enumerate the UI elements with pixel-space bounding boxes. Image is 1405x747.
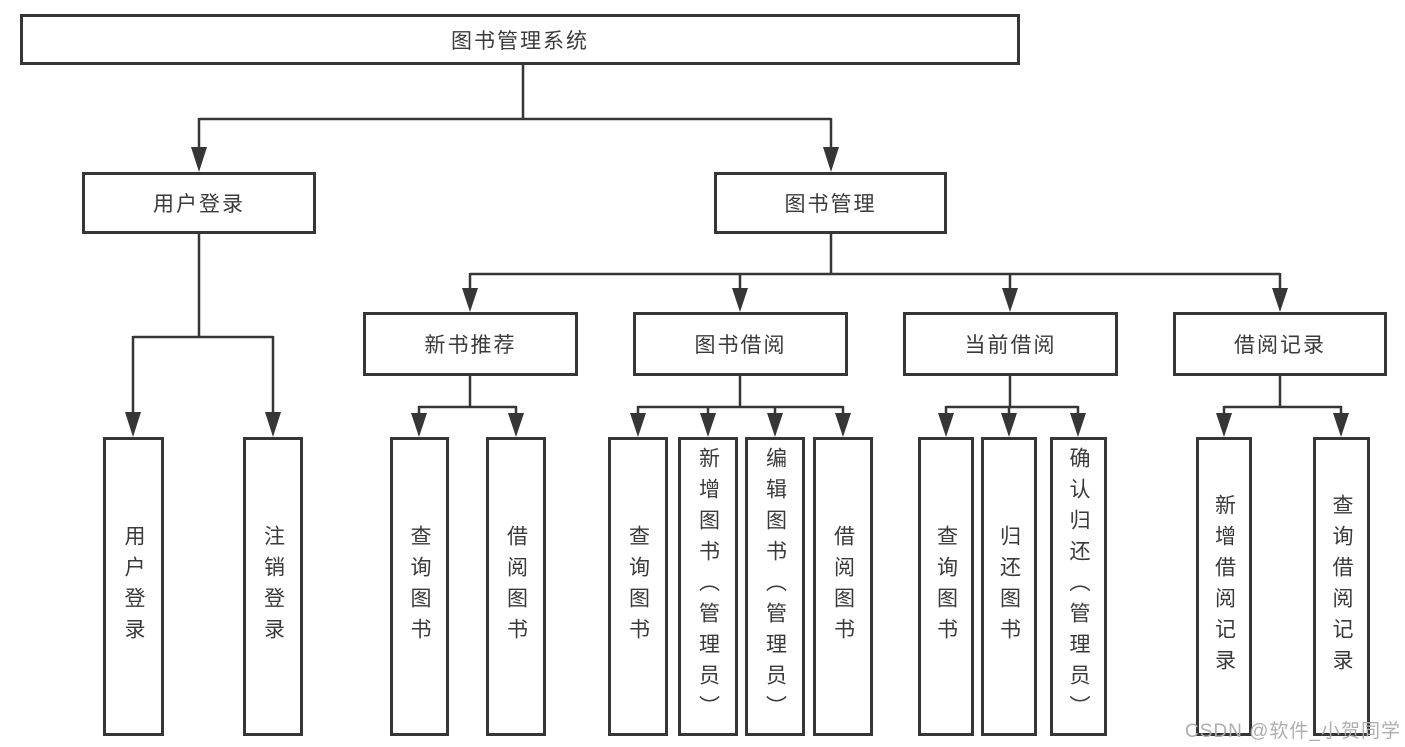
- node-section-borrow-records: 借阅记录: [1173, 312, 1387, 376]
- section-label: 借阅记录: [1234, 334, 1326, 357]
- node-leaf-query-borrow-record: 查询借阅记录: [1313, 437, 1370, 736]
- node-leaf-query-books-recommend: 查询图书: [390, 437, 449, 736]
- leaf-label: 查询图书: [408, 524, 431, 649]
- node-user-login-branch: 用户登录: [82, 172, 316, 234]
- leaf-label: 用户登录: [122, 524, 145, 649]
- node-user-login-branch-label: 用户登录: [153, 193, 245, 216]
- node-leaf-return-books: 归还图书: [981, 437, 1037, 736]
- node-section-current-borrow: 当前借阅: [903, 312, 1118, 376]
- node-leaf-confirm-return-admin: 确认归还（管理员）: [1050, 437, 1107, 736]
- leaf-label: 借阅图书: [831, 524, 855, 649]
- leaf-label: 查询借阅记录: [1330, 493, 1353, 680]
- node-leaf-user-login: 用户登录: [103, 437, 164, 736]
- section-label: 当前借阅: [964, 334, 1057, 357]
- leaf-label: 借阅图书: [504, 524, 528, 649]
- node-root-label: 图书管理系统: [451, 29, 589, 53]
- leaf-label: 归还图书: [997, 524, 1021, 649]
- csdn-watermark: CSDN @软件_小贺同学: [1185, 721, 1401, 742]
- node-leaf-borrow-books: 借阅图书: [813, 437, 873, 736]
- leaf-label: 编辑图书（管理员）: [763, 447, 787, 726]
- node-section-new-book-recommend: 新书推荐: [363, 312, 578, 376]
- leaf-label: 查询图书: [934, 524, 958, 649]
- leaf-label: 注销登录: [261, 524, 285, 649]
- node-leaf-logout: 注销登录: [243, 437, 303, 736]
- node-book-management-branch: 图书管理: [714, 172, 947, 234]
- leaf-label: 新增借阅记录: [1212, 493, 1236, 680]
- leaf-label: 确认归还（管理员）: [1067, 447, 1090, 726]
- node-leaf-query-books-current: 查询图书: [918, 437, 974, 736]
- node-section-book-borrow: 图书借阅: [633, 312, 848, 376]
- leaf-label: 新增图书（管理员）: [696, 447, 720, 726]
- node-leaf-query-books-borrow: 查询图书: [608, 437, 668, 736]
- node-leaf-add-borrow-record: 新增借阅记录: [1196, 437, 1252, 736]
- node-book-management-branch-label: 图书管理: [784, 193, 877, 216]
- section-label: 图书借阅: [694, 334, 787, 357]
- section-label: 新书推荐: [424, 334, 517, 357]
- node-leaf-edit-books-admin: 编辑图书（管理员）: [745, 437, 805, 736]
- leaf-label: 查询图书: [626, 524, 650, 649]
- node-leaf-add-books-admin: 新增图书（管理员）: [678, 437, 738, 736]
- node-leaf-borrow-books-recommend: 借阅图书: [486, 437, 546, 736]
- node-root: 图书管理系统: [20, 14, 1020, 65]
